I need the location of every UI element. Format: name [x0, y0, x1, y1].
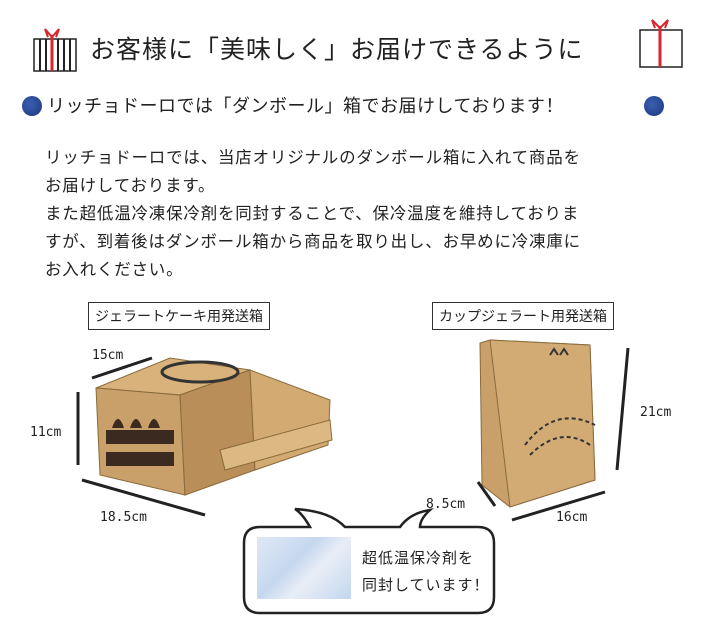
description-line: リッチョドーロでは、当店オリジナルのダンボール箱に入れて商品を	[45, 148, 581, 167]
description: リッチョドーロでは、当店オリジナルのダンボール箱に入れて商品を お届けしておりま…	[45, 144, 581, 284]
cup-box-label: カップジェラート用発送箱	[432, 302, 614, 330]
description-line: お入れください。	[45, 260, 184, 279]
cake-width-label: 18.5cm	[100, 510, 147, 525]
subtitle: リッチョドーロでは「ダンボール」箱でお届けしております！	[47, 96, 564, 117]
page-title: お客様に「美味しく」お届けできるように	[90, 35, 584, 64]
cup-height-label: 21cm	[640, 405, 672, 420]
cake-height-label: 11cm	[30, 425, 62, 440]
striped-gift-icon	[33, 28, 77, 72]
cup-box-image	[479, 339, 596, 508]
white-gift-icon	[639, 19, 683, 68]
callout-text: 超低温保冷剤を 同封しています！	[362, 545, 490, 599]
blue-dot-icon	[22, 96, 42, 116]
description-line: お届けしております。	[45, 176, 216, 195]
callout-line: 同封しています！	[362, 576, 490, 594]
cup-width-label: 16cm	[556, 510, 588, 525]
cake-depth-label: 15cm	[92, 348, 124, 363]
cake-box-label: ジェラートケーキ用発送箱	[88, 302, 270, 330]
description-line: また超低温冷凍保冷剤を同封することで、保冷温度を維持しておりま	[45, 204, 580, 223]
cup-depth-label: 8.5cm	[426, 497, 466, 512]
callout-line: 超低温保冷剤を	[362, 549, 475, 567]
blue-dot-icon	[644, 96, 664, 116]
ice-pack-image	[257, 537, 351, 599]
cake-box-image	[95, 357, 333, 496]
description-line: すが、到着後はダンボール箱から商品を取り出し、お早めに冷凍庫に	[45, 232, 581, 251]
dimension-arrows	[76, 347, 630, 522]
